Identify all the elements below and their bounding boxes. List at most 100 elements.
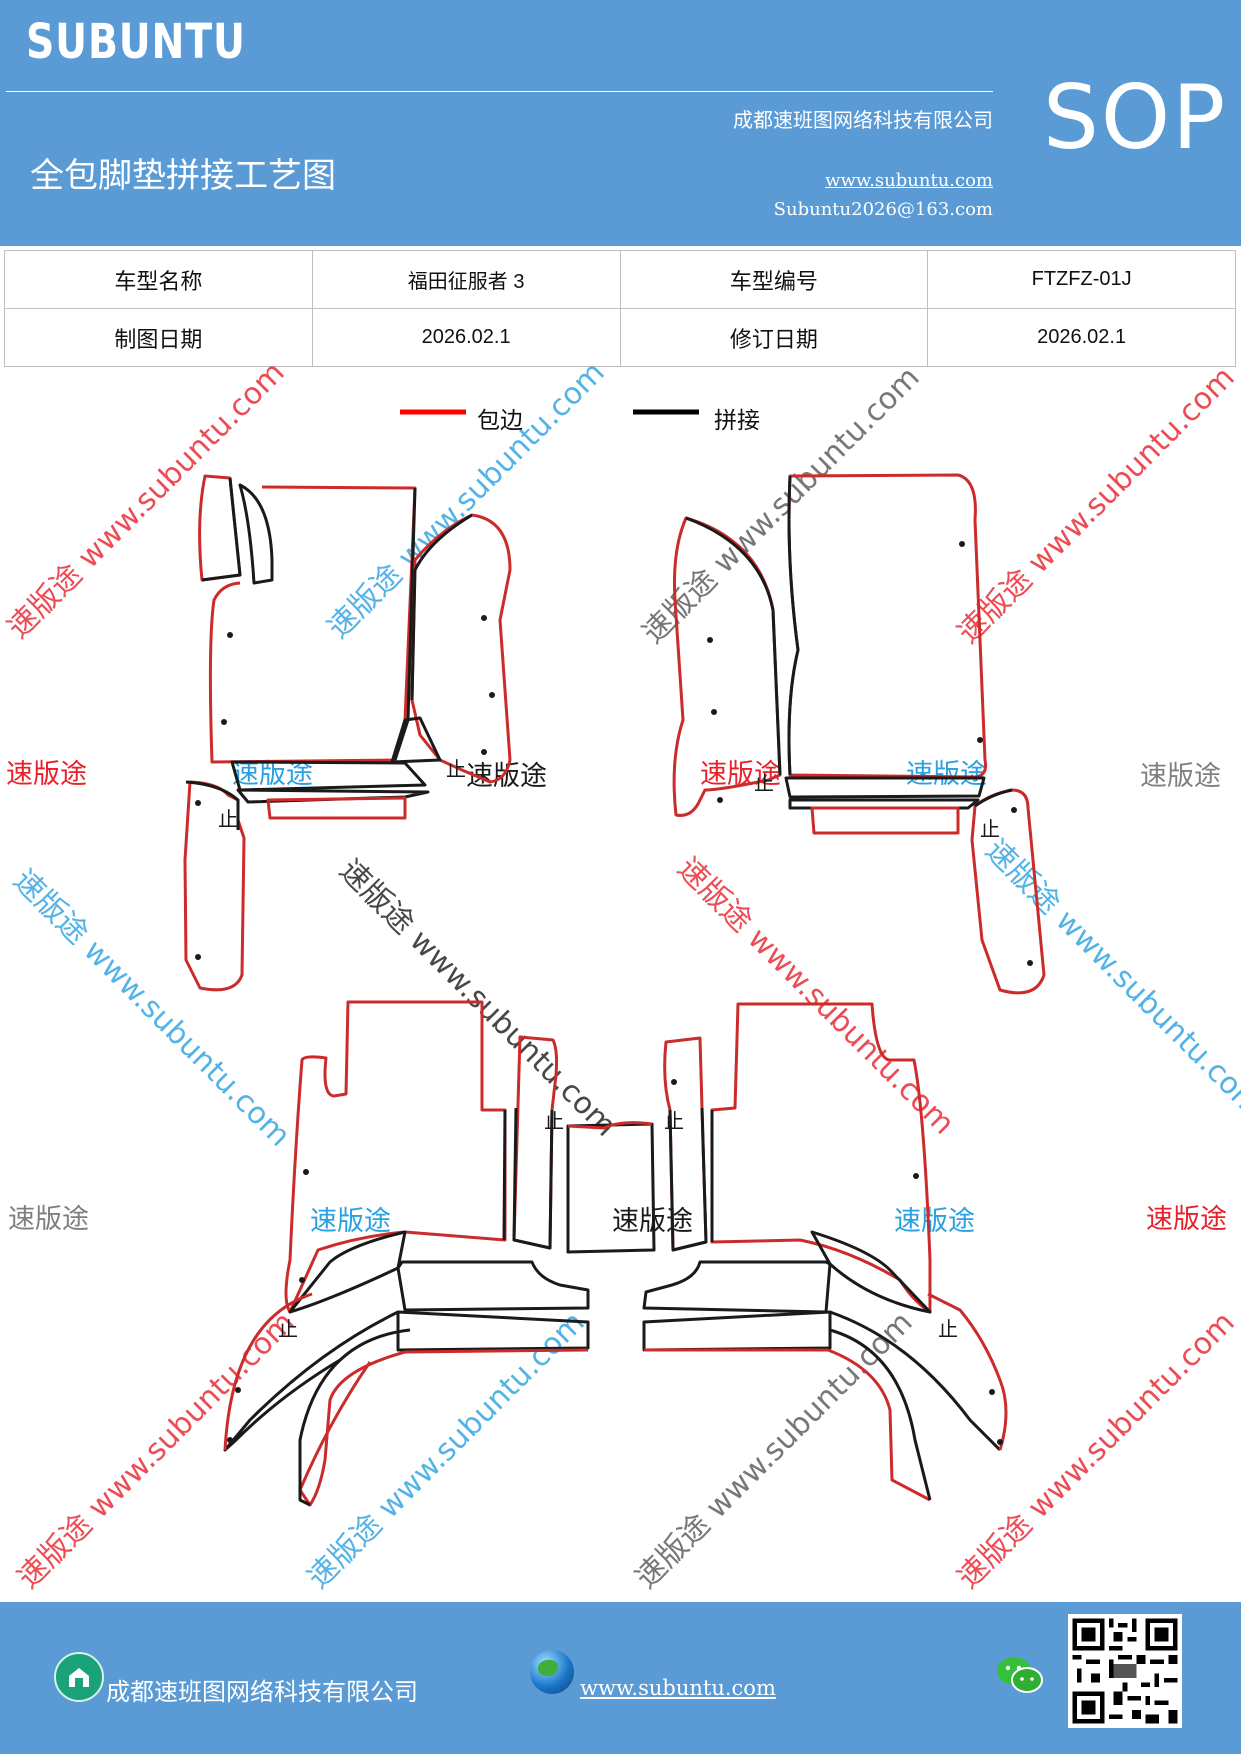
legend-join-label: 拼接 <box>714 408 760 434</box>
stop-mark: 止 <box>664 1109 684 1133</box>
model-code-value: FTZFZ-01J <box>927 250 1236 309</box>
watermark-diagonal: 速版途 www.subuntu.com <box>332 853 623 1144</box>
mat-piece <box>927 1292 1008 1451</box>
mat-dot <box>299 1277 305 1283</box>
mat-dot <box>977 737 983 743</box>
mat-dot <box>303 1169 309 1175</box>
qr-code <box>1068 1614 1182 1728</box>
mat-piece <box>284 1000 507 1314</box>
mat-rear-left: 止 止 <box>223 1000 656 1507</box>
mat-dot <box>959 541 965 547</box>
watermark-diagonal: 速版途 www.subuntu.com <box>951 366 1241 651</box>
header-email: Subuntu2026@163.com <box>773 199 993 220</box>
mat-piece <box>201 477 242 582</box>
table-row: 车型名称 福田征服者 3 车型编号 FTZFZ-01J <box>4 250 1236 309</box>
mat-piece <box>410 513 512 784</box>
watermark-diagonal: 速版途 www.subuntu.com <box>321 366 612 646</box>
watermark-diagonal: 速版途 www.subuntu.com <box>1 366 292 646</box>
watermark-brand: 速版途 <box>894 1206 975 1237</box>
mat-dot <box>195 800 201 806</box>
legend-edge-label: 包边 <box>477 408 523 434</box>
mat-piece <box>298 1348 589 1507</box>
vehicle-info-table: 车型名称 福田征服者 3 车型编号 FTZFZ-01J 制图日期 2026.02… <box>4 250 1236 367</box>
revise-date-value: 2026.02.1 <box>927 308 1236 367</box>
mat-piece <box>710 1002 932 1314</box>
model-name-label: 车型名称 <box>4 250 313 309</box>
mat-piece <box>512 1107 554 1250</box>
watermark-diagonal: 速版途 www.subuntu.com <box>636 366 927 651</box>
model-code-label: 车型编号 <box>619 250 929 309</box>
footer-website-link[interactable]: www.subuntu.com <box>580 1676 776 1700</box>
mat-piece <box>788 798 980 810</box>
mat-piece <box>974 788 1013 808</box>
header-divider <box>6 91 993 92</box>
header-banner: SUBUNTU 成都速班图网络科技有限公司 全包脚垫拼接工艺图 www.subu… <box>0 0 1241 246</box>
stop-mark: 止 <box>446 757 466 781</box>
mat-front-left: 止 止 <box>183 474 512 992</box>
mat-dot <box>707 637 713 643</box>
brand-logo: SUBUNTU <box>26 14 246 70</box>
stop-mark: 止 <box>218 807 238 831</box>
mat-piece <box>566 1122 656 1254</box>
sop-badge: SOP <box>1043 66 1228 169</box>
mat-piece <box>390 716 442 764</box>
mat-piece <box>829 1328 932 1501</box>
watermark-diagonal: 速版途 www.subuntu.com <box>951 1305 1241 1596</box>
revise-date-label: 修订日期 <box>619 308 929 367</box>
wechat-icon[interactable] <box>996 1654 1044 1702</box>
mat-piece <box>288 1230 407 1314</box>
stop-mark: 止 <box>938 1317 958 1341</box>
watermark-brand: 速版途 <box>8 1204 89 1235</box>
watermark-brand: 速版途 <box>310 1206 391 1237</box>
mat-piece <box>810 1230 932 1314</box>
mat-dot <box>711 709 717 715</box>
mat-dot <box>235 1387 241 1393</box>
footer-banner: 成都速班图网络科技有限公司 www.subuntu.com <box>0 1602 1241 1754</box>
watermark-brand-layer: 速版途 速版途 速版途 速版途 速版途 速版途 速版途 速版途 速版途 速版途 … <box>6 759 1227 1237</box>
mat-piece <box>185 780 240 830</box>
floor-mat-diagram: 速版途 www.subuntu.com 速版途 www.subuntu.com … <box>1 366 1241 1596</box>
mat-dot <box>227 1437 233 1443</box>
mat-piece <box>396 1310 590 1352</box>
mat-piece <box>784 776 986 799</box>
watermark-brand: 速版途 <box>232 759 313 790</box>
mat-dot <box>913 1173 919 1179</box>
mat-dot <box>221 719 227 725</box>
mat-piece <box>685 516 782 776</box>
watermark-diagonal: 速版途 www.subuntu.com <box>11 1305 302 1596</box>
watermark-brand: 速版途 <box>6 759 87 790</box>
stop-mark: 止 <box>754 771 774 795</box>
mat-dot <box>717 797 723 803</box>
watermark-brand: 速版途 <box>1146 1204 1227 1235</box>
stop-mark: 止 <box>278 1317 298 1341</box>
home-icon <box>54 1652 104 1702</box>
stop-mark: 止 <box>980 817 1000 841</box>
mat-piece <box>668 1107 708 1252</box>
draw-date-label: 制图日期 <box>4 308 313 367</box>
mat-piece <box>810 806 960 835</box>
header-company: 成都速班图网络科技有限公司 <box>733 108 993 132</box>
mat-piece <box>266 796 407 820</box>
watermark-diagonal: 速版途 www.subuntu.com <box>670 851 961 1142</box>
mat-piece <box>396 1260 590 1312</box>
mat-piece <box>223 1292 313 1451</box>
mat-dot <box>671 1079 677 1085</box>
mat-dot <box>481 749 487 755</box>
watermark-diagonal: 速版途 www.subuntu.com <box>6 863 297 1154</box>
mat-piece <box>208 485 417 764</box>
mat-dot <box>1011 807 1017 813</box>
table-row: 制图日期 2026.02.1 修订日期 2026.02.1 <box>4 308 1236 367</box>
mat-piece <box>567 1121 653 1130</box>
header-website-link[interactable]: www.subuntu.com <box>825 170 993 191</box>
mat-piece <box>230 760 427 792</box>
mat-dot <box>989 1389 995 1395</box>
watermark-brand: 速版途 <box>906 759 987 790</box>
mat-piece <box>298 1328 411 1507</box>
mat-rear-right: 止 止 <box>642 1002 1008 1502</box>
mat-front-right: 止 止 <box>672 473 1046 995</box>
stop-mark: 止 <box>544 1109 564 1133</box>
footer-company: 成都速班图网络科技有限公司 <box>106 1678 418 1706</box>
mat-piece <box>642 1260 832 1314</box>
mat-dot <box>489 692 495 698</box>
watermark-brand: 速版途 <box>1140 761 1221 792</box>
